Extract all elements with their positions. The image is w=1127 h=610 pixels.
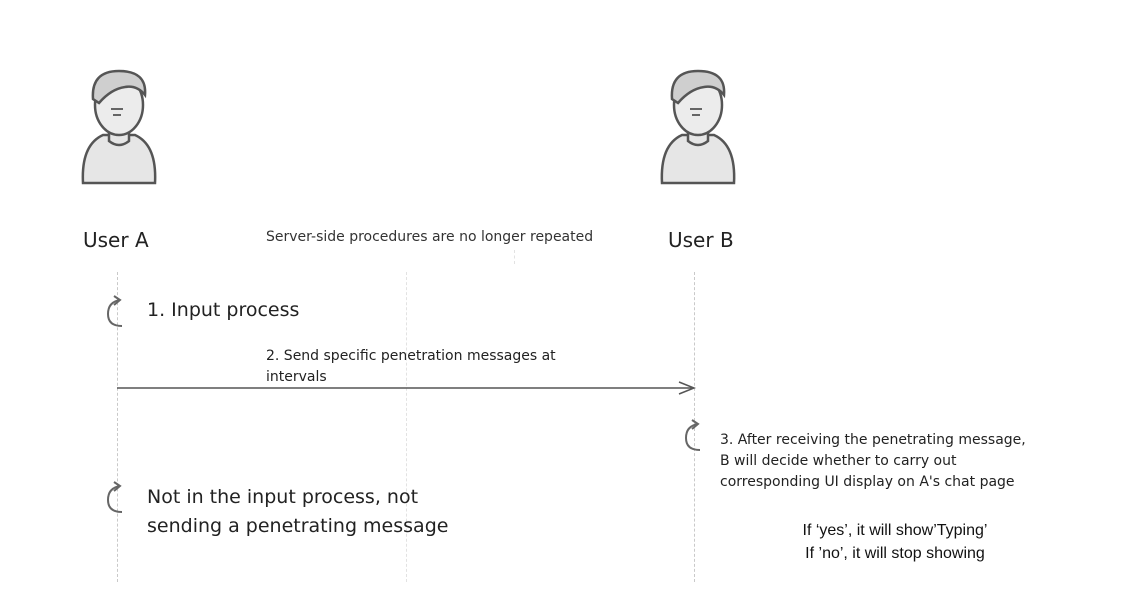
server-lifeline-tick — [514, 250, 515, 264]
message-arrow-icon — [117, 381, 697, 395]
step-send-message-line2: intervals — [266, 369, 327, 385]
user-a-label: User A — [83, 228, 149, 252]
self-loop-icon — [106, 295, 123, 327]
step-after-receiving-line2: B will decide whether to carry out — [720, 453, 957, 469]
user-b-label: User B — [668, 228, 734, 252]
server-lifeline — [406, 272, 407, 582]
step-after-receiving-line1: 3. After receiving the penetrating messa… — [720, 432, 1026, 448]
outcome-yes: If ‘yes’, it will show’Typing’ — [802, 522, 988, 539]
step-input-process: 1. Input process — [147, 299, 300, 321]
server-note: Server-side procedures are no longer rep… — [266, 229, 594, 245]
step-send-message-line1: 2. Send specific penetration messages at — [266, 348, 556, 364]
step-after-receiving-line3: corresponding UI display on A's chat pag… — [720, 474, 1015, 490]
user-a-avatar-icon — [81, 69, 157, 185]
step-not-input-line1: Not in the input process, not — [147, 486, 419, 508]
user-b-avatar-icon — [660, 69, 736, 185]
user-a-lifeline — [117, 272, 118, 582]
self-loop-icon — [684, 419, 701, 451]
self-loop-icon — [106, 481, 123, 513]
outcome-no: If ’no’, it will stop showing — [805, 545, 985, 562]
step-not-input-line2: sending a penetrating message — [147, 515, 449, 537]
